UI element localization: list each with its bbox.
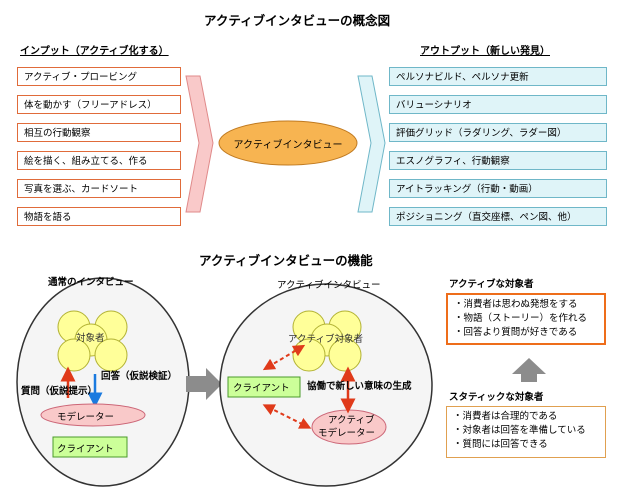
transition-arrow <box>186 368 222 400</box>
static-subjects-title: スタティックな対象者 <box>449 392 544 403</box>
static-subjects-item: ・対象者は回答を準備している <box>453 425 586 436</box>
active-interview-title: アクティブインタビュー <box>277 280 381 291</box>
output-chevron <box>357 75 386 213</box>
center-label: アクティブインタビュー <box>233 140 343 151</box>
active-subjects-box: ・消費者は思わぬ発想をする ・物語（ストーリー）を作れる ・回答より質問が好きで… <box>446 293 606 345</box>
function-title: アクティブインタビューの機能 <box>199 253 373 268</box>
input-item: 物語を語る <box>17 207 181 226</box>
input-heading: インプット（アクティブ化する） <box>20 46 169 57</box>
moderator-ellipse <box>40 403 146 427</box>
output-item: ポジショニング（直交座標、ペン図、他） <box>389 207 607 226</box>
active-moderator-line1: アクティブ <box>328 415 375 426</box>
input-item: 体を動かす（フリーアドレス） <box>17 95 181 114</box>
input-item: アクティブ・プロービング <box>17 67 181 86</box>
answer-label: 回答（仮説検証） <box>101 371 178 382</box>
client-subject-arrow <box>262 344 306 371</box>
input-item: 写真を選ぶ、カードソート <box>17 179 181 198</box>
active-subjects-item: ・物語（ストーリー）を作れる <box>454 313 588 324</box>
static-subjects-item: ・消費者は合理的である <box>453 411 558 422</box>
active-client-label: クライアント <box>233 383 290 394</box>
static-subjects-box: ・消費者は合理的である ・対象者は回答を準備している ・質問には回答できる <box>446 406 606 458</box>
output-item: アイトラッキング（行動・動画） <box>389 179 607 198</box>
normal-subjects-label: 対象者 <box>76 333 105 344</box>
static-subjects-item: ・質問には回答できる <box>453 439 548 450</box>
active-subjects-title: アクティブな対象者 <box>449 279 534 290</box>
concept-title: アクティブインタビューの概念図 <box>204 13 391 28</box>
active-subjects-item: ・回答より質問が好きである <box>454 327 578 338</box>
output-item: バリューシナリオ <box>389 95 607 114</box>
output-item: ペルソナビルド、ペルソナ更新 <box>389 67 607 86</box>
active-moderator-line2: モデレーター <box>318 428 376 439</box>
output-item: 評価グリッド（ラダリング、ラダー図） <box>389 123 607 142</box>
active-client-box <box>227 376 301 398</box>
active-subjects-item: ・消費者は思わぬ発想をする <box>454 299 578 310</box>
normal-interview-title: 通常のインタビュー <box>48 277 134 288</box>
function-graphic <box>16 277 546 487</box>
input-chevron <box>185 75 214 213</box>
static-to-active-arrow <box>512 358 546 382</box>
client-moderator-arrow <box>262 404 312 429</box>
question-label: 質問（仮説提示） <box>21 386 98 397</box>
output-item: エスノグラフィ、行動観察 <box>389 151 607 170</box>
client-box <box>52 436 128 458</box>
normal-moderator-label: モデレーター <box>57 412 115 423</box>
input-item: 絵を描く、組み立てる、作る <box>17 151 181 170</box>
normal-client-label: クライアント <box>57 444 114 455</box>
center-ellipse <box>218 120 358 166</box>
concept-flow-graphic <box>185 75 386 213</box>
output-heading: アウトプット（新しい発見） <box>420 46 550 57</box>
subject-circle <box>94 338 128 372</box>
active-subjects-label: アクティブ対象者 <box>288 334 363 345</box>
collab-label: 協働で新しい意味の生成 <box>307 381 412 392</box>
input-item: 相互の行動観察 <box>17 123 181 142</box>
